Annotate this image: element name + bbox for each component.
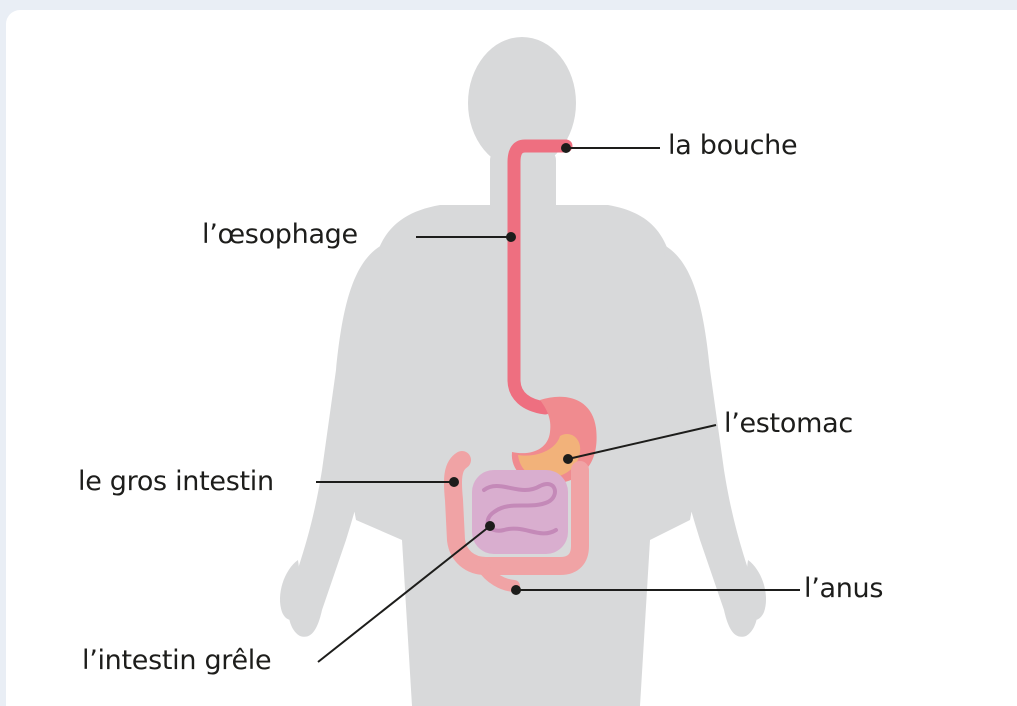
label-small-intestine: l’intestin grêle [82, 645, 271, 677]
anus-dot [511, 585, 521, 595]
label-esophagus: l’œsophage [202, 219, 358, 251]
label-stomach: l’estomac [724, 408, 853, 440]
esophagus-dot [506, 232, 516, 242]
large-intestine-dot [449, 477, 459, 487]
diagram-card: la bouche l’œsophage l’estomac le gros i… [6, 10, 1017, 706]
stomach-dot [563, 454, 573, 464]
label-anus: l’anus [804, 573, 883, 605]
label-large-intestine: le gros intestin [78, 466, 274, 498]
mouth-dot [561, 143, 571, 153]
small-intestine-shape [472, 470, 568, 554]
small-intestine-dot [485, 521, 495, 531]
label-mouth: la bouche [668, 130, 797, 162]
